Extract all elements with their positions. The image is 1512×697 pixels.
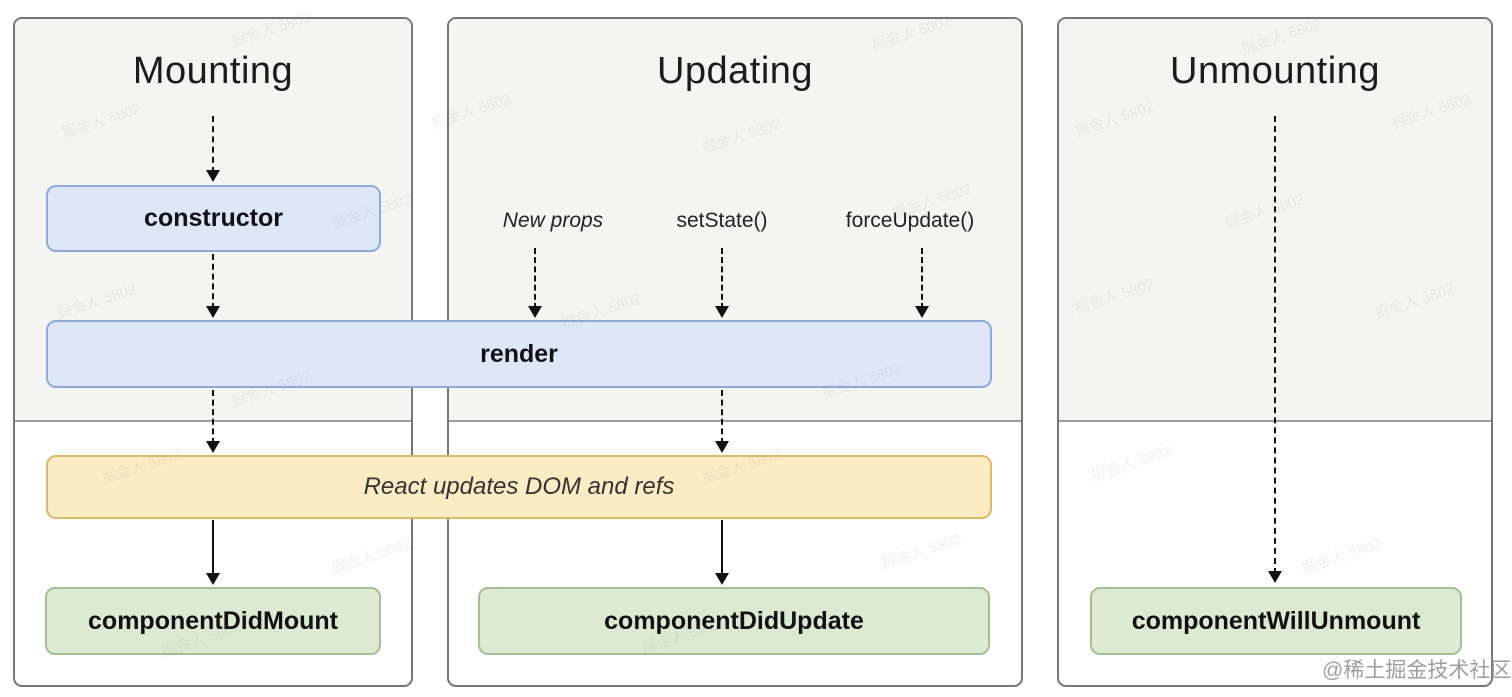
updating-title: Updating — [656, 50, 814, 92]
arrow-shaft — [212, 520, 214, 576]
arrowhead-icon — [715, 441, 729, 453]
setstate-label: setState() — [676, 209, 768, 232]
unmounting-title: Unmounting — [1170, 50, 1380, 92]
component-did-mount-box: componentDidMount — [45, 587, 381, 655]
arrow-mounting-to-constructor — [205, 116, 221, 182]
arrowhead-icon — [528, 306, 542, 318]
new-props-label: New props — [502, 209, 604, 232]
arrow-forceupdate-to-render — [914, 248, 930, 318]
forceupdate-label: forceUpdate() — [845, 209, 975, 232]
render-box: render — [46, 320, 992, 388]
arrow-setstate-to-render — [714, 248, 730, 318]
arrow-dom-update-to-didmount — [205, 520, 221, 585]
react-updates-dom-box: React updates DOM and refs — [46, 455, 992, 519]
arrowhead-icon — [1268, 571, 1282, 583]
arrow-shaft — [212, 390, 214, 444]
arrowhead-icon — [206, 441, 220, 453]
arrowhead-icon — [715, 306, 729, 318]
arrow-shaft — [721, 520, 723, 576]
juejin-footer-watermark: @稀土掘金技术社区 — [1322, 659, 1512, 682]
arrow-shaft — [212, 116, 214, 173]
arrow-shaft — [534, 248, 536, 309]
arrow-dom-update-to-didupdate — [714, 520, 730, 585]
arrow-constructor-to-render — [205, 254, 221, 318]
arrowhead-icon — [206, 573, 220, 585]
arrow-shaft — [921, 248, 923, 309]
mounting-title: Mounting — [132, 50, 294, 92]
arrowhead-icon — [206, 170, 220, 182]
arrow-unmounting-to-willunmount — [1267, 116, 1283, 583]
arrow-shaft — [212, 254, 214, 309]
arrow-new-props-to-render — [527, 248, 543, 318]
arrow-render-to-dom-update-mounting — [205, 390, 221, 453]
arrowhead-icon — [206, 306, 220, 318]
component-did-update-box: componentDidUpdate — [478, 587, 990, 655]
constructor-box: constructor — [46, 185, 381, 252]
arrow-render-to-dom-update-updating — [714, 390, 730, 453]
arrow-shaft — [721, 390, 723, 444]
arrow-shaft — [721, 248, 723, 309]
component-will-unmount-box: componentWillUnmount — [1090, 587, 1462, 655]
arrow-shaft — [1274, 116, 1276, 574]
arrowhead-icon — [715, 573, 729, 585]
arrowhead-icon — [915, 306, 929, 318]
